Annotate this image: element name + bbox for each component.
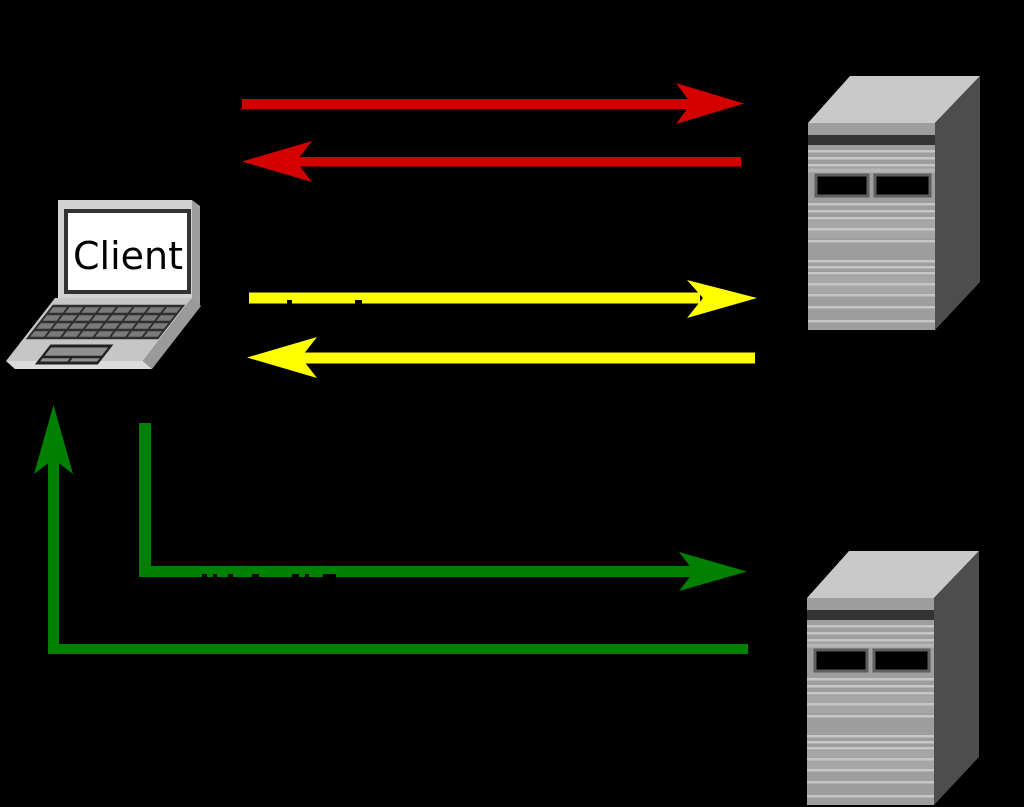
red-arrow-right-shaft	[242, 99, 694, 109]
yellow-arrow-left	[247, 337, 755, 378]
yellow-arrow-right-head	[687, 280, 757, 318]
client-label: Client	[73, 234, 183, 278]
client-laptop-icon: Client	[6, 200, 201, 369]
server-top-icon	[806, 74, 982, 332]
red-arrow-left	[242, 141, 741, 182]
yellow-arrow-left-head	[247, 337, 317, 378]
green-arrow-to-client-horizontal	[48, 644, 748, 654]
red-arrow-right	[242, 83, 744, 124]
green-arrow-to-server	[139, 423, 747, 591]
red-arrow-right-head	[676, 83, 744, 124]
laptop-lid-edge	[192, 200, 200, 306]
green-arrow-to-client-head	[34, 405, 73, 474]
laptop-screen	[64, 209, 191, 294]
laptop-base-right-edge	[143, 298, 201, 369]
yellow-arrow-right	[249, 280, 757, 318]
green-arrow-to-server-head	[679, 552, 747, 591]
red-arrow-left-shaft	[294, 157, 741, 167]
green-arrow-to-client	[34, 405, 748, 654]
green-arrow-to-server-horizontal	[139, 566, 696, 577]
red-arrow-left-head	[242, 141, 312, 182]
yellow-arrow-left-shaft	[299, 352, 755, 364]
yellow-arrow-right-shaft	[249, 292, 700, 304]
server-bottom-icon	[805, 549, 981, 807]
laptop-keyboard	[25, 304, 186, 365]
green-arrow-to-server-vertical	[139, 423, 151, 573]
laptop-touchpad	[34, 344, 114, 365]
green-arrow-to-client-vertical	[48, 455, 59, 654]
label-ink-marks	[202, 300, 362, 579]
